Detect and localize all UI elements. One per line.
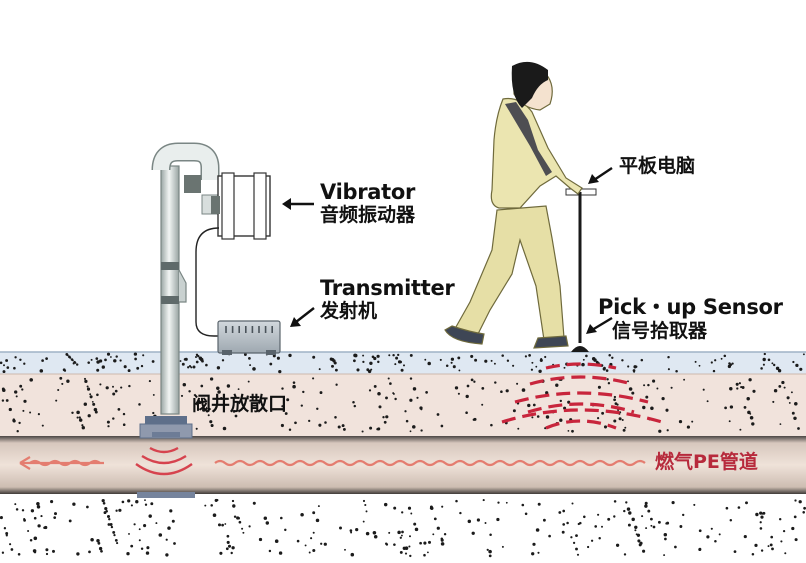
valve-riser <box>151 142 220 415</box>
valve-label: 阀井放散口 <box>192 393 288 415</box>
pipe-label: 燃气PE管道 <box>655 451 758 473</box>
vibrator-icon <box>211 172 271 240</box>
transmitter-label-zh: 发射机 <box>320 300 378 322</box>
vibrator-label-en: Vibrator <box>320 180 416 204</box>
transmitter-label-en: Transmitter <box>320 276 455 300</box>
soil-dots <box>0 352 806 558</box>
flow-line <box>19 456 646 470</box>
sensor-label-zh: 信号拾取器 <box>612 320 708 342</box>
gas-pipe <box>0 436 806 494</box>
valve-waves <box>135 446 193 476</box>
valve-icon <box>137 416 195 498</box>
soil-layer <box>0 374 806 436</box>
vibrator-label-zh: 音频振动器 <box>320 204 416 226</box>
label-arrows <box>282 167 613 334</box>
sensor-label-en: Pick・up Sensor <box>598 295 783 319</box>
person-icon <box>444 61 583 349</box>
sensor-icon <box>565 188 597 352</box>
vibrator-cable <box>195 227 222 337</box>
transmitter-icon <box>217 320 281 355</box>
tablet-label: 平板电脑 <box>619 155 696 177</box>
sensor-waves <box>501 362 663 430</box>
